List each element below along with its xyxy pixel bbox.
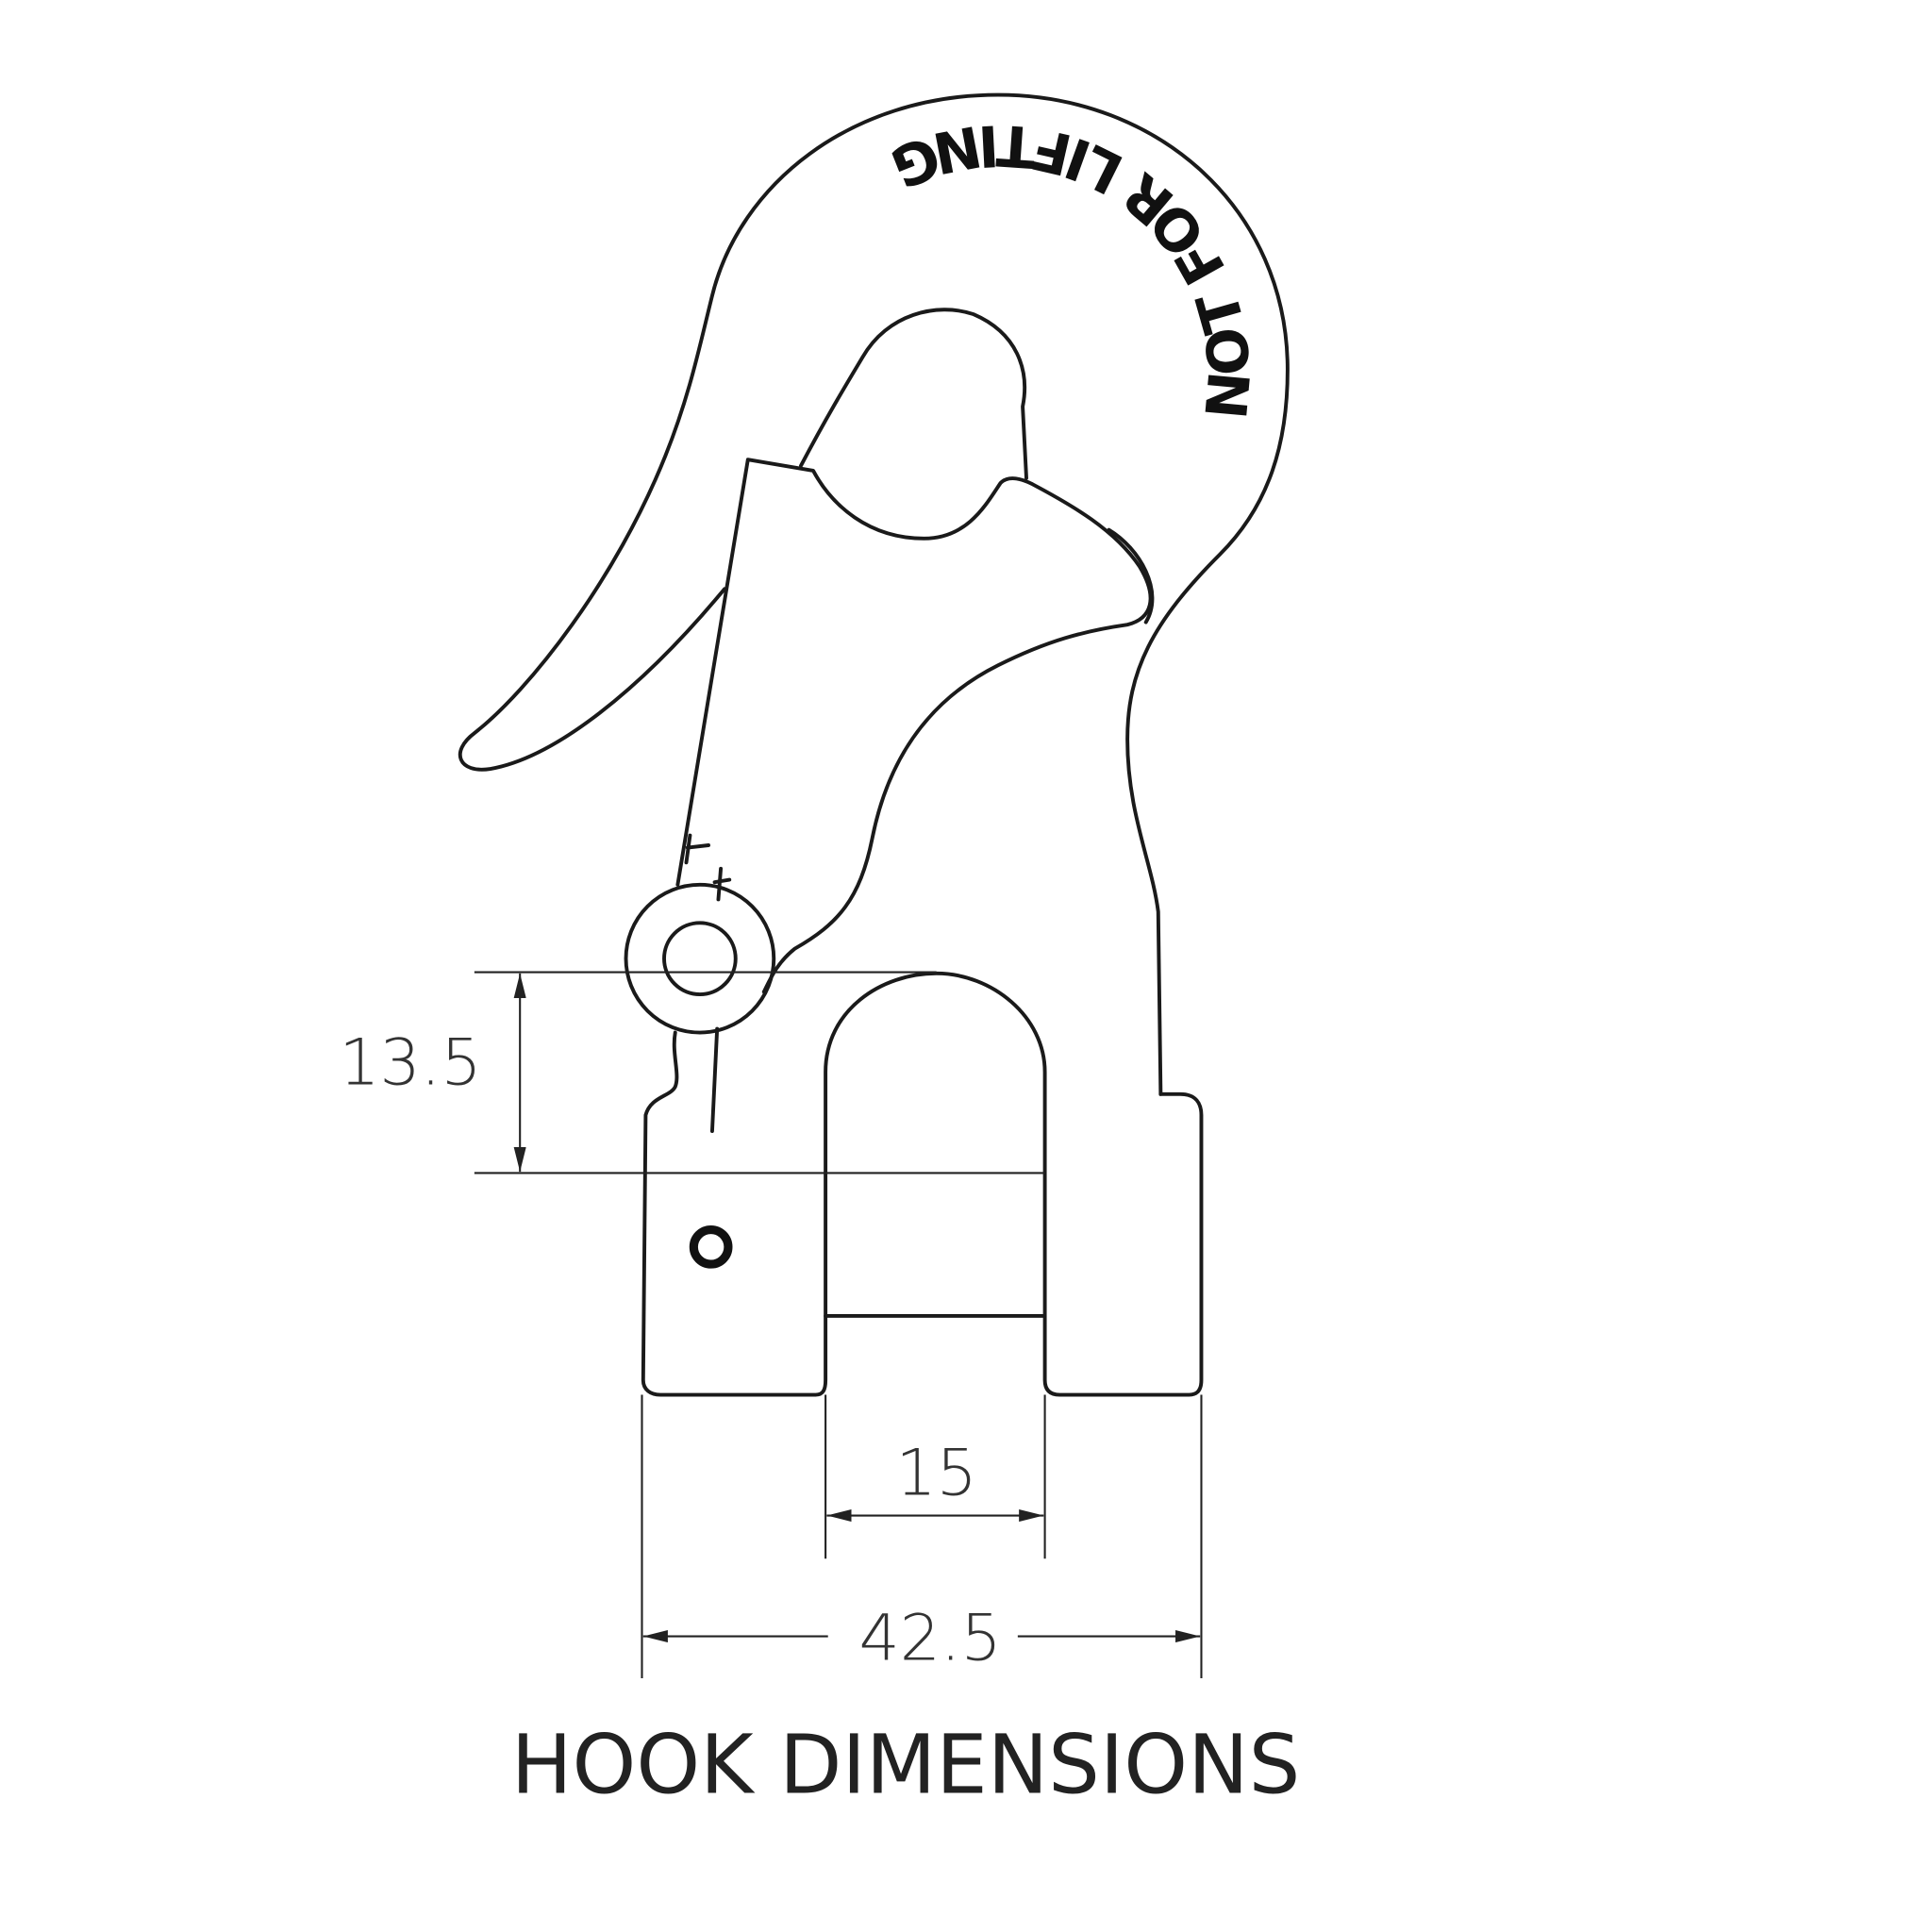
dim-label-slot: 15 [895,1436,976,1510]
gate-edge-detail [1107,527,1155,625]
rivet-hole-icon [689,1224,733,1269]
pivot-pin-icon [662,921,738,996]
drawing-title: HOOK DIMENSIONS [511,1718,1301,1812]
engraving-text: NOT FOR LIFTING [882,111,1265,423]
lower-body-outline [641,971,1204,1397]
gate-outline [675,458,1153,994]
pivot-boss [624,882,776,1035]
hook-opening [799,308,1028,480]
gate-spring-line [709,1026,720,1133]
hook-body-outline [458,92,1290,1096]
gate-mark [684,833,732,902]
dim-label-height: 13.5 [339,1025,481,1100]
dim-label-overall: 42.5 [859,1601,1002,1675]
